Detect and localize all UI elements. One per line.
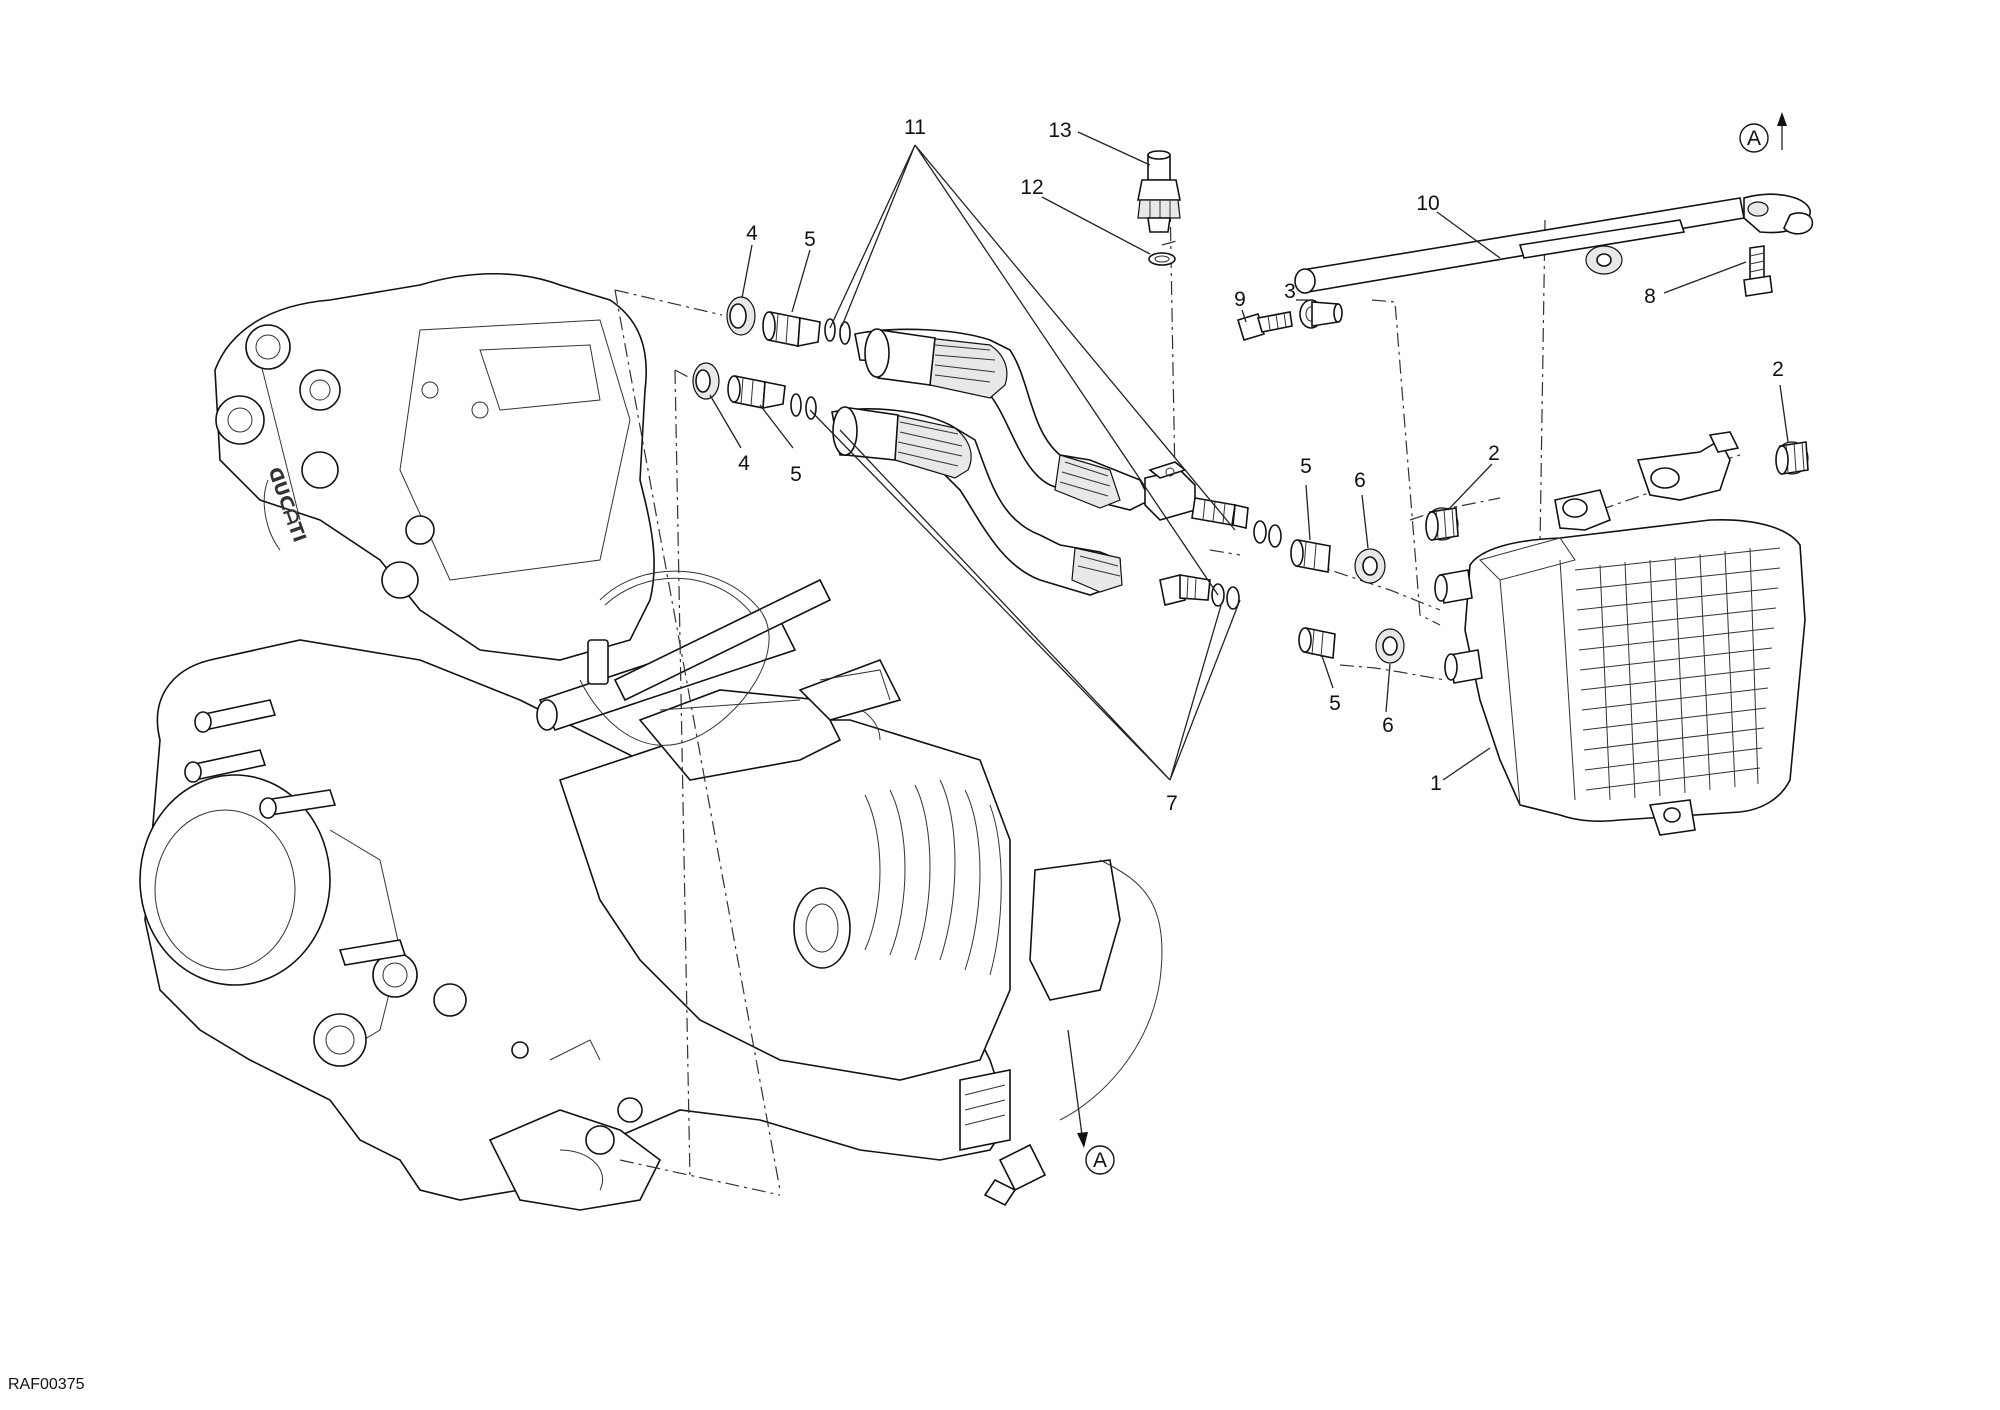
part-2-grommet-right <box>1775 441 1809 475</box>
part-1-oil-cooler <box>1434 431 1806 836</box>
callout-13: 13 <box>1048 119 1071 142</box>
part-2-grommet-left <box>1425 507 1459 541</box>
cooler-core-fins <box>1574 547 1781 801</box>
reference-mark-top: A <box>1739 112 1787 153</box>
callout-5-bottom: 5 <box>790 463 802 486</box>
part-5-fittings-left <box>727 311 821 409</box>
callout-labels: 11 13 12 10 9 3 8 2 2 4 5 4 5 5 6 5 6 1 … <box>738 116 1784 815</box>
reference-mark-bottom: A <box>1067 1029 1115 1175</box>
part-13-oil-temp-sensor <box>1137 150 1181 233</box>
callout-6-top: 6 <box>1354 469 1366 492</box>
part-10-cooler-bracket <box>1294 193 1814 294</box>
callout-8: 8 <box>1644 285 1656 308</box>
part-5-fittings-right <box>1290 539 1336 659</box>
part-7-orings-right <box>1211 520 1282 610</box>
callout-5-right-top: 5 <box>1300 455 1312 478</box>
callout-7: 7 <box>1166 792 1178 815</box>
svg-text:A: A <box>1093 1149 1107 1172</box>
part-9-screw <box>1237 311 1293 341</box>
callout-3: 3 <box>1284 280 1296 303</box>
callout-10: 10 <box>1416 192 1439 215</box>
callout-4-top: 4 <box>746 222 758 245</box>
oil-hose-assembly <box>831 328 1249 606</box>
callout-9: 9 <box>1234 288 1246 311</box>
callout-5-top: 5 <box>804 228 816 251</box>
callout-12: 12 <box>1020 176 1043 199</box>
part-3-spacer <box>1299 299 1343 329</box>
part-8-bolt <box>1743 245 1773 297</box>
part-12-sealing-washer <box>1148 252 1176 266</box>
part-4-washers <box>692 296 756 400</box>
callout-1: 1 <box>1430 772 1442 795</box>
cylinder-fins <box>864 779 1002 976</box>
part-6-washers <box>1354 548 1405 664</box>
callout-2-left: 2 <box>1488 442 1500 465</box>
callout-4-bottom: 4 <box>738 452 750 475</box>
svg-text:A: A <box>1747 127 1761 150</box>
leader-lines <box>709 131 1789 781</box>
drawing-code: RAF00375 <box>8 1376 85 1393</box>
engine-block: ᗡᑌᑕᗩTI <box>139 273 1163 1211</box>
callout-6-bottom: 6 <box>1382 714 1394 737</box>
callout-11: 11 <box>904 116 926 139</box>
part-11-orings-left <box>790 318 851 420</box>
callout-5-right-bottom: 5 <box>1329 692 1341 715</box>
callout-2-right: 2 <box>1772 358 1784 381</box>
